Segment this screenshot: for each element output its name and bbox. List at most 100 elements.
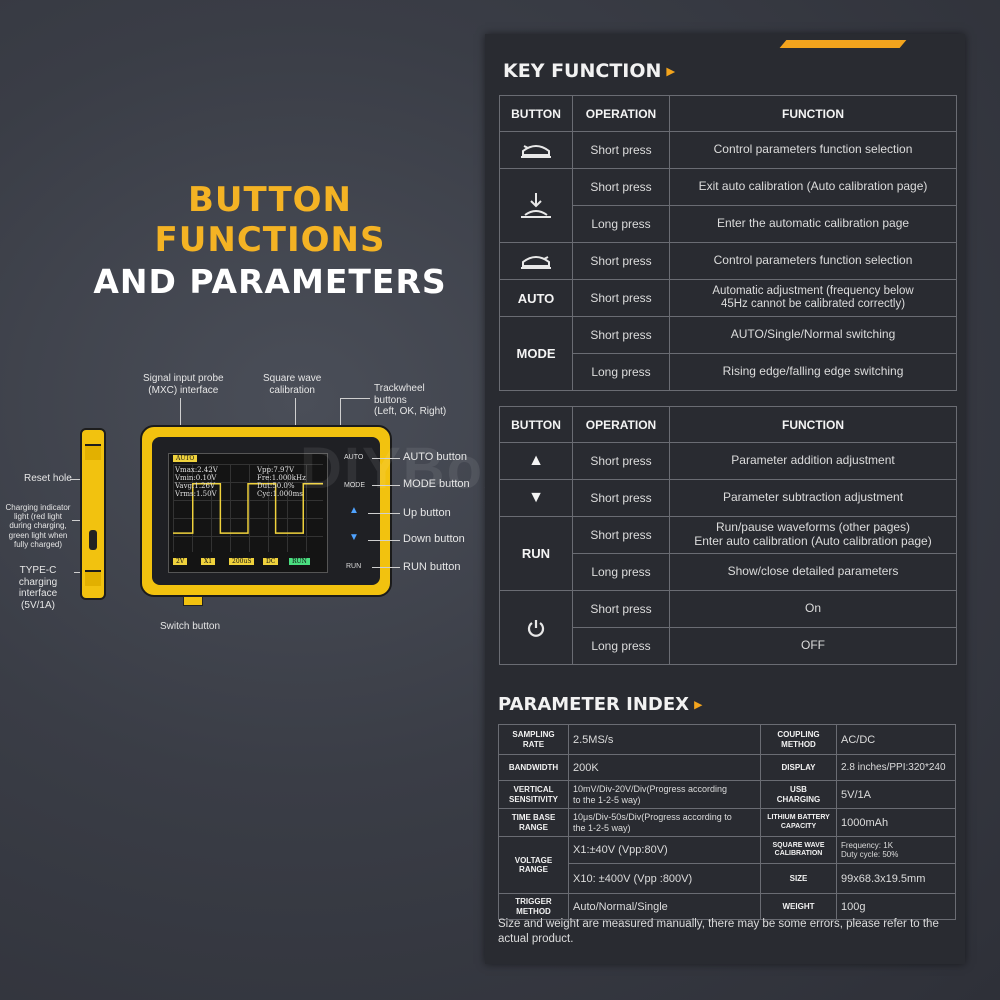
table-row: Short press Exit auto calibration (Auto …	[499, 168, 957, 243]
parameter-table: SAMPLING RATE 2.5MS/s COUPLING METHOD AC…	[498, 724, 956, 920]
headline-line2: AND PARAMETERS	[93, 262, 447, 301]
param-value: Auto/Normal/Single	[568, 893, 761, 920]
arrow-right-icon: ▶	[666, 64, 676, 78]
table-row: VERTICAL SENSITIVITY 10mV/Div-20V/Div(Pr…	[498, 780, 956, 809]
leader-line	[372, 567, 400, 568]
device-screen: AUTO Vmax:2.42V Vmin:0.10V Vavg:1.26V Vr…	[168, 453, 328, 573]
device-switch-button	[183, 596, 203, 606]
table-row: VOLTAGE RANGE X1:±40V (Vpp:80V) SQUARE W…	[498, 836, 956, 894]
button-cell: RUN	[499, 516, 573, 591]
screen-tag: 2V	[173, 558, 188, 565]
operation-cell: Short press	[572, 131, 670, 169]
screen-vrms: Vrms:1.50V	[175, 490, 217, 498]
callout-trackwheel: Trackwheel buttons (Left, OK, Right)	[374, 383, 447, 417]
param-key: VERTICAL SENSITIVITY	[498, 780, 569, 809]
param-value: 99x68.3x19.5mm	[836, 863, 956, 894]
power-icon	[527, 619, 545, 637]
param-key: VOLTAGE RANGE	[498, 836, 569, 894]
table-row: Short press Control parameters function …	[499, 242, 957, 280]
operation-cell: Short press	[572, 279, 670, 317]
leader-line	[372, 485, 400, 486]
table-row: SAMPLING RATE 2.5MS/s COUPLING METHOD AC…	[498, 724, 956, 755]
usb-c-port	[89, 530, 97, 550]
leader-line	[70, 479, 86, 480]
column-header: FUNCTION	[669, 406, 957, 443]
screen-mode-badge: AUTO	[173, 455, 198, 462]
param-value: AC/DC	[836, 724, 956, 755]
operation-cell: Short press	[572, 242, 670, 280]
right-wheel-icon	[521, 256, 551, 269]
device-down-icon: ▼	[349, 532, 359, 543]
callout-mode-button: MODE button	[403, 478, 470, 490]
operation-cell: Short press	[572, 479, 670, 517]
device-auto-label: AUTO	[344, 454, 364, 461]
button-cell: MODE	[499, 316, 573, 391]
function-cell: Control parameters function selection	[669, 131, 957, 169]
function-cell: Show/close detailed parameters	[669, 553, 957, 591]
key-function-table-2: BUTTON OPERATION FUNCTION ▲ Short press …	[499, 406, 957, 665]
callout-auto-button: AUTO button	[403, 451, 467, 463]
param-value: 2.8 inches/PPI:320*240	[836, 754, 956, 781]
headline-line1: BUTTON FUNCTIONS	[154, 180, 386, 260]
table-row: ▼ Short press Parameter subtraction adju…	[499, 479, 957, 517]
param-key: LITHIUM BATTERY CAPACITY	[760, 808, 837, 837]
waveform-trace	[173, 482, 323, 534]
param-value: Frequency: 1K Duty cycle: 50%	[836, 836, 956, 864]
grip	[85, 444, 101, 460]
table-header-row: BUTTON OPERATION FUNCTION	[499, 95, 957, 132]
table-row: X10: ±400V (Vpp :800V) SIZE 99x68.3x19.5…	[499, 863, 956, 894]
accent-bar	[779, 40, 907, 48]
param-key: TRIGGER METHOD	[498, 893, 569, 920]
footnote: Size and weight are measured manually, t…	[498, 918, 939, 945]
param-value: 1000mAh	[836, 808, 956, 837]
screen-tag: 200uS	[229, 558, 255, 565]
device-side-view	[80, 428, 106, 600]
function-cell: Parameter addition adjustment	[669, 442, 957, 480]
device-up-icon: ▲	[349, 505, 359, 516]
operation-cell: Long press	[572, 353, 670, 391]
operation-cell: Short press	[572, 168, 670, 206]
param-value: X1:±40V (Vpp:80V)	[568, 836, 761, 864]
callout-reset-hole: Reset hole	[24, 473, 72, 484]
param-value: 5V/1A	[836, 780, 956, 809]
leader-line	[368, 513, 400, 514]
leader-line	[180, 398, 181, 426]
parameter-index-title-text: PARAMETER INDEX	[498, 694, 690, 715]
param-value: 100g	[836, 893, 956, 920]
callout-down-button: Down button	[403, 533, 465, 545]
screen-duty: Dut:50.0%	[257, 482, 295, 490]
device-mode-label: MODE	[344, 482, 365, 489]
function-cell: Control parameters function selection	[669, 242, 957, 280]
param-key: BANDWIDTH	[498, 754, 569, 781]
leader-line	[340, 398, 341, 426]
operation-cell: Long press	[572, 553, 670, 591]
screen-tag: DC	[263, 558, 279, 565]
table-row: Long press Show/close detailed parameter…	[500, 553, 957, 591]
key-function-table: BUTTON OPERATION FUNCTION Short press Co…	[499, 95, 957, 391]
screen-cycle: Cyc:1.000ms	[257, 490, 303, 498]
param-key: SQUARE WAVE CALIBRATION	[760, 836, 837, 864]
left-wheel-icon	[521, 145, 551, 158]
callout-type-c: TYPE-C charging interface (5V/1A)	[18, 565, 58, 611]
headline: BUTTON FUNCTIONS AND PARAMETERS	[70, 180, 470, 301]
param-value: 2.5MS/s	[568, 724, 761, 755]
screen-vmin: Vmin:0.10V	[175, 474, 217, 482]
column-header: FUNCTION	[669, 95, 957, 132]
param-key: USB CHARGING	[760, 780, 837, 809]
operation-cell: Short press	[572, 516, 670, 554]
column-header: OPERATION	[572, 95, 670, 132]
param-value: 10mV/Div-20V/Div(Progress according to t…	[568, 780, 761, 809]
function-cell: Exit auto calibration (Auto calibration …	[669, 168, 957, 206]
screen-freq: Fre:1.000kHz	[257, 474, 306, 482]
button-cell	[499, 590, 573, 665]
operation-cell: Long press	[572, 627, 670, 665]
spec-panel: KEY FUNCTION▶ BUTTON OPERATION FUNCTION …	[485, 34, 965, 964]
param-key: SAMPLING RATE	[498, 724, 569, 755]
table-row: BANDWIDTH 200K DISPLAY 2.8 inches/PPI:32…	[498, 754, 956, 781]
leader-line	[295, 398, 296, 426]
down-triangle-icon: ▼	[528, 489, 544, 506]
button-cell: ▲	[499, 442, 573, 480]
table-row: Long press OFF	[500, 627, 957, 665]
table-row: AUTO Short press Automatic adjustment (f…	[499, 279, 957, 317]
callout-switch-button: Switch button	[160, 621, 221, 632]
